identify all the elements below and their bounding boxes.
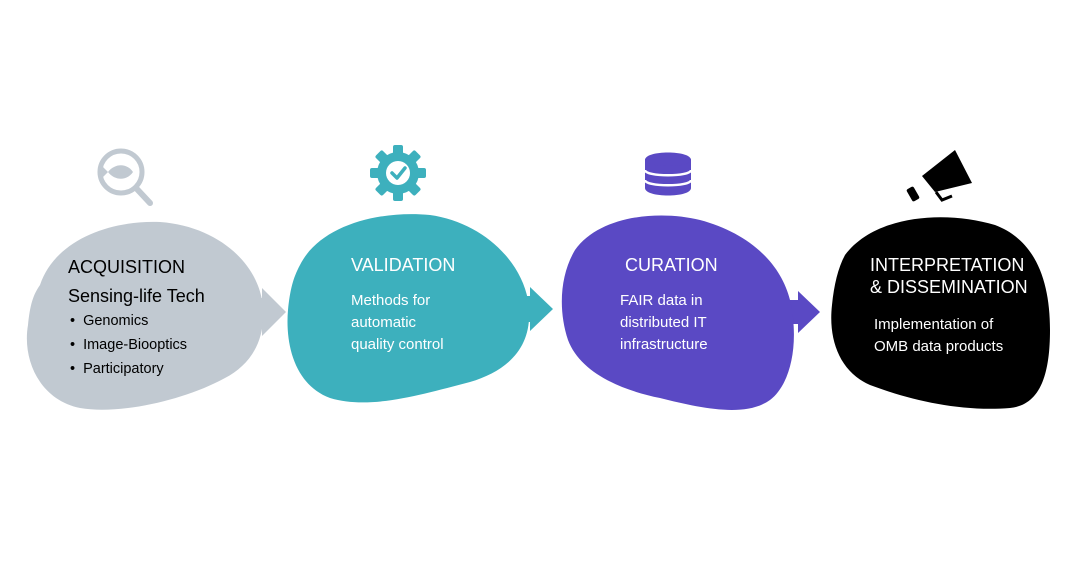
list-item: Image-Biooptics: [70, 333, 187, 357]
dissemination-title: INTERPRETATION & DISSEMINATION: [870, 254, 1028, 298]
curation-title: CURATION: [625, 255, 718, 275]
description-line: infrastructure: [620, 336, 708, 353]
description-line: OMB data products: [874, 338, 1004, 355]
stage-validation: [287, 145, 553, 403]
acquisition-title: ACQUISITION: [68, 257, 186, 277]
title-line: INTERPRETATION: [870, 255, 1025, 275]
acquisition-subtitle: Sensing-life Tech: [68, 286, 205, 306]
blob-curation: [561, 215, 794, 410]
validation-description: Methods for automatic quality control: [351, 290, 444, 356]
description-line: distributed IT: [620, 314, 707, 331]
description-line: Implementation of: [874, 316, 994, 333]
gear-check-icon: [370, 145, 426, 201]
stage-dissemination: [831, 150, 1050, 409]
description-line: automatic: [351, 314, 417, 331]
description-line: quality control: [351, 336, 444, 353]
title-line: & DISSEMINATION: [870, 277, 1028, 297]
stage-curation: [561, 152, 820, 410]
dissemination-description: Implementation of OMB data products: [874, 314, 1003, 358]
acquisition-list: Genomics Image-Biooptics Participatory: [70, 309, 187, 381]
description-line: Methods for: [351, 292, 431, 309]
fish-magnifier-icon: [97, 148, 153, 206]
blob-dissemination: [831, 217, 1050, 409]
megaphone-icon: [906, 150, 972, 202]
description-line: FAIR data in: [620, 292, 703, 309]
validation-title: VALIDATION: [351, 255, 456, 275]
curation-description: FAIR data in distributed IT infrastructu…: [620, 290, 708, 356]
list-item: Genomics: [70, 309, 187, 333]
blob-validation: [287, 214, 530, 403]
database-icon: [643, 152, 693, 196]
list-item: Participatory: [70, 357, 187, 381]
